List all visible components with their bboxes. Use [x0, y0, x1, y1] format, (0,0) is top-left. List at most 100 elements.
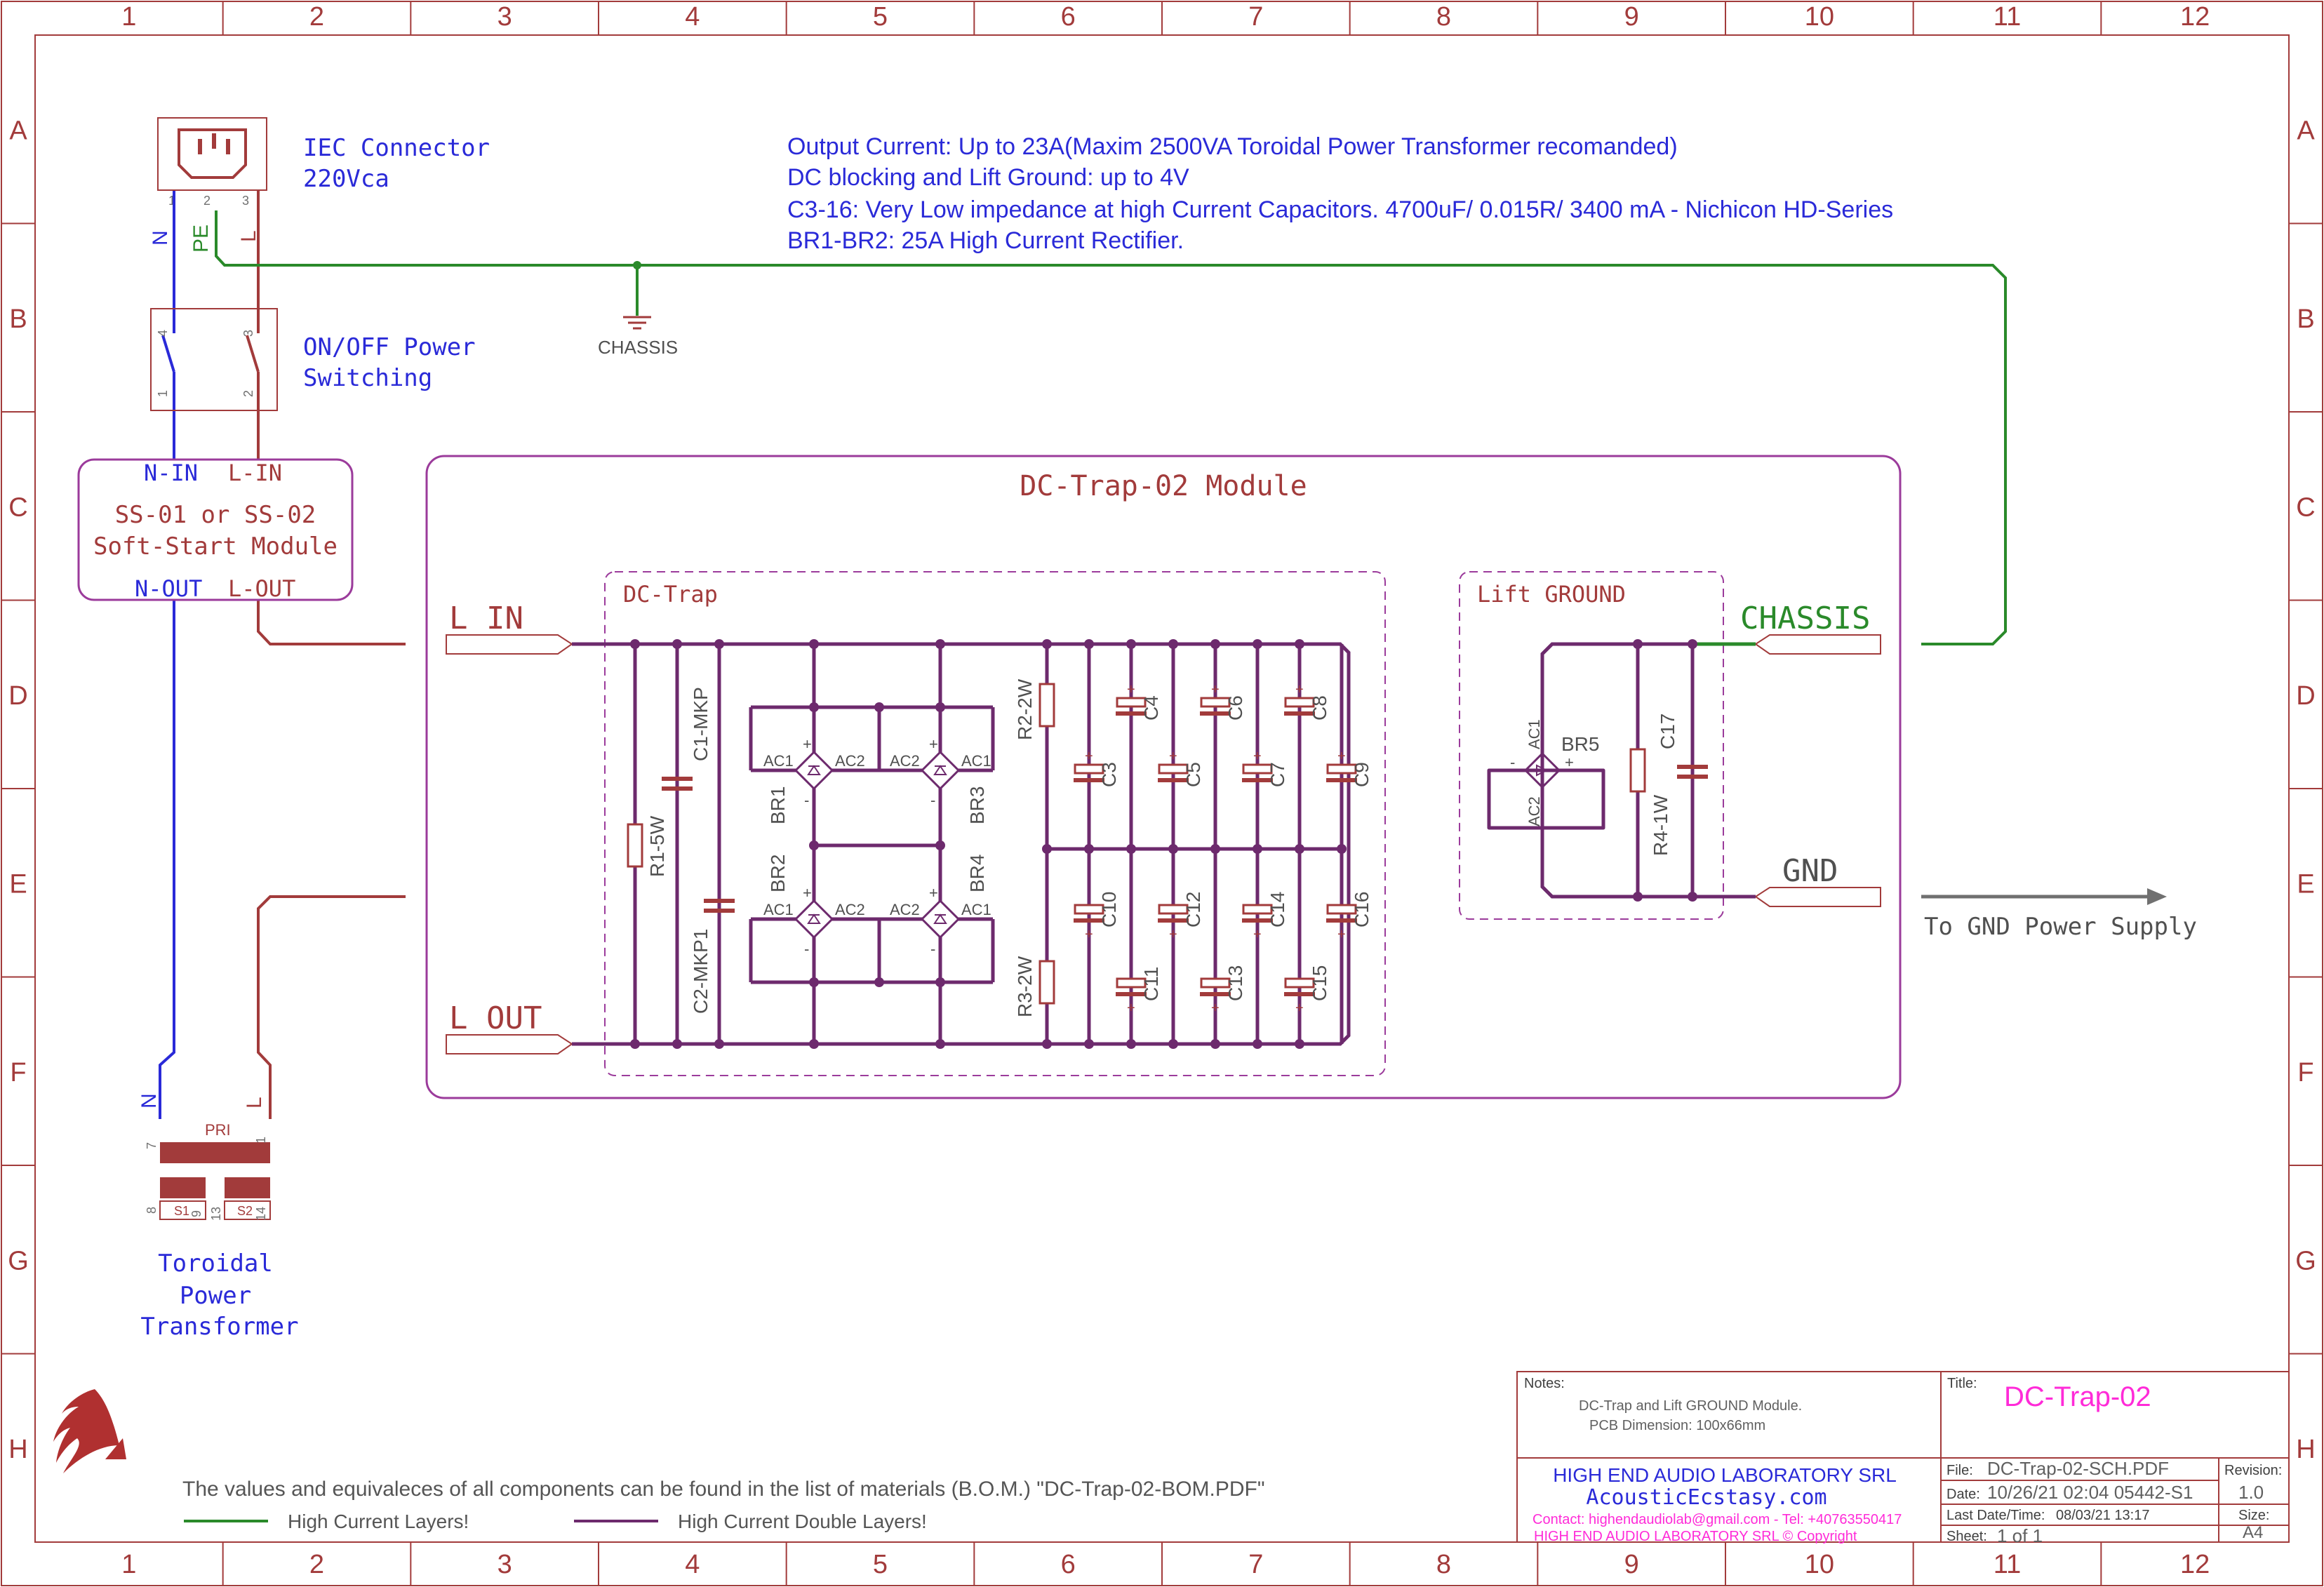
iec-l-label: L: [237, 230, 260, 242]
trafo-s1-label: S1: [174, 1204, 189, 1218]
tb-lastdate: 08/03/21 13:17: [2056, 1508, 2149, 1523]
br1-label: BR1: [767, 786, 789, 824]
grid-col-label: 4: [685, 2, 700, 32]
tb-revision-label: Revision:: [2224, 1463, 2282, 1478]
dctrap-components: [627, 683, 1055, 1005]
trafo-s2-label: S2: [237, 1204, 253, 1218]
softstart-module: N-IN L-IN SS-01 or SS-02 Soft-Start Modu…: [77, 458, 354, 602]
tb-title: DC-Trap-02: [2004, 1381, 2151, 1412]
note-dc-blocking: DC blocking and Lift Ground: up to 4V: [787, 164, 1189, 191]
capacitor-polarity-mark: +: [1337, 927, 1346, 942]
capacitor-label: C8: [1309, 695, 1330, 721]
switch-pin-2: 2: [241, 390, 255, 397]
capacitor-polarity-mark: +: [1253, 927, 1262, 942]
capacitor-label: C9: [1351, 762, 1373, 787]
grid-col-label: 1: [121, 2, 136, 32]
br3-label: BR3: [966, 786, 988, 824]
c1-label: C1-MKP: [690, 687, 712, 761]
capacitor-polarity-mark: +: [1085, 749, 1093, 764]
bridge-polarity-mark: +: [929, 735, 938, 753]
grid-row-label: H: [2296, 1435, 2315, 1464]
br5-polarity-mark: -: [1510, 754, 1515, 771]
grid-col-label: 12: [2180, 1550, 2210, 1579]
capacitor-polarity-mark: +: [1211, 1000, 1220, 1016]
r3-label: R3-2W: [1014, 956, 1036, 1017]
capacitor-polarity-mark: +: [1337, 749, 1346, 764]
iec-connector: 1 2 3 IEC Connector 220Vca N PE L: [149, 117, 490, 253]
capacitor-polarity-mark: +: [1253, 749, 1262, 764]
lift-part-labels: BR5 R4-1W C17: [1561, 714, 1678, 856]
softstart-n-out: N-OUT: [135, 575, 202, 602]
grid-row-label: D: [8, 681, 27, 711]
gnd-arrow: [1921, 888, 2167, 905]
tb-note-2: PCB Dimension: 100x66mm: [1589, 1418, 1765, 1433]
tb-sheet-label: Sheet:: [1946, 1529, 1987, 1544]
capacitor-label: C14: [1267, 892, 1288, 928]
trafo-pin-8: 8: [145, 1207, 159, 1214]
grid-row-label: F: [2297, 1058, 2313, 1087]
capacitor-polarity-mark: +: [1169, 749, 1177, 764]
power-switch: 4 1 3 2 ON/OFF Power Switching: [150, 308, 476, 411]
design-notes: Output Current: Up to 23A(Maxim 2500VA T…: [787, 133, 1893, 254]
tb-date-label: Date:: [1946, 1487, 1980, 1502]
bridge-pin-label: AC1: [961, 901, 991, 918]
capacitor-label: C3: [1098, 762, 1120, 787]
grid-row-label: H: [8, 1435, 27, 1464]
tb-file-label: File:: [1946, 1463, 1973, 1478]
bridge-polarity-mark: +: [803, 884, 812, 902]
grid-col-label: 6: [1061, 1550, 1076, 1579]
trafo-title-1: Toroidal: [158, 1250, 273, 1278]
grid-row-label: C: [8, 493, 27, 522]
trafo-pin-7: 7: [145, 1142, 159, 1149]
bridge-polarity-mark: -: [930, 791, 935, 809]
switch-subtitle: Switching: [303, 364, 432, 392]
switch-pin-4: 4: [156, 330, 170, 337]
note-capacitors: C3-16: Very Low impedance at high Curren…: [787, 196, 1893, 223]
capacitor-polarity-mark: +: [1127, 682, 1135, 697]
lift-ground-circuit: [1487, 642, 1756, 899]
lift-junctions: [1633, 639, 1697, 902]
iec-pin-2: 2: [203, 194, 211, 208]
capacitor-label: C15: [1309, 965, 1330, 1001]
grid-col-label: 3: [497, 2, 512, 32]
grid-row-label: C: [2296, 493, 2315, 522]
grid-row-label: G: [8, 1246, 29, 1275]
bridge-pin-label: AC1: [763, 901, 794, 918]
capacitor-polarity-mark: +: [1127, 1000, 1135, 1016]
legend-green-text: High Current Layers!: [288, 1511, 469, 1532]
br5-label: BR5: [1561, 733, 1599, 755]
grid-col-label: 6: [1061, 2, 1076, 32]
capacitor-polarity-mark: +: [1085, 927, 1093, 942]
grid-row-label: E: [2297, 869, 2314, 899]
bridge-pin-label: AC2: [890, 901, 920, 918]
grid-row-label: A: [2297, 116, 2315, 145]
tb-copyright: HIGH END AUDIO LABORATORY SRL © Copyrigh…: [1534, 1529, 1857, 1544]
grid-col-label: 9: [1624, 1550, 1639, 1579]
grid-col-label: 2: [309, 2, 324, 32]
dctrap-label: DC-Trap: [623, 581, 718, 608]
mains-wires: [159, 191, 2007, 1119]
capacitor-label: C7: [1267, 762, 1288, 787]
softstart-l-in: L-IN: [228, 460, 282, 486]
lift-ground-label: Lift GROUND: [1477, 581, 1626, 608]
trafo-pin-1: 1: [254, 1137, 268, 1144]
br5-pin-label: AC1: [1525, 719, 1543, 749]
iec-n-label: N: [149, 230, 172, 246]
bridge-polarity-mark: +: [803, 735, 812, 753]
tb-notes-label: Notes:: [1524, 1376, 1565, 1391]
legend-purple-text: High Current Double Layers!: [678, 1511, 927, 1532]
bridge-polarity-mark: -: [804, 940, 809, 958]
bridge-polarity-mark: +: [929, 884, 938, 902]
tb-sheet: 1 of 1: [1997, 1525, 2043, 1546]
grid-row-label: F: [10, 1058, 26, 1087]
capacitor-label: C13: [1224, 965, 1246, 1001]
toroidal-transformer: N L PRI 7 1 8 9 13 14 S1 S2 Toroidal Pow…: [138, 1093, 299, 1341]
c2-label: C2-MKP1: [690, 929, 712, 1014]
grid-row-label: B: [9, 304, 27, 334]
grid-col-label: 11: [1994, 2, 2021, 32]
port-chassis-label: CHASSIS: [1740, 601, 1870, 636]
dctrap-module: DC-Trap-02 Module DC-Trap Lift GROUND L …: [425, 455, 1902, 1099]
iec-pe-label: PE: [189, 225, 213, 253]
bridge-pin-label: AC2: [835, 752, 865, 770]
